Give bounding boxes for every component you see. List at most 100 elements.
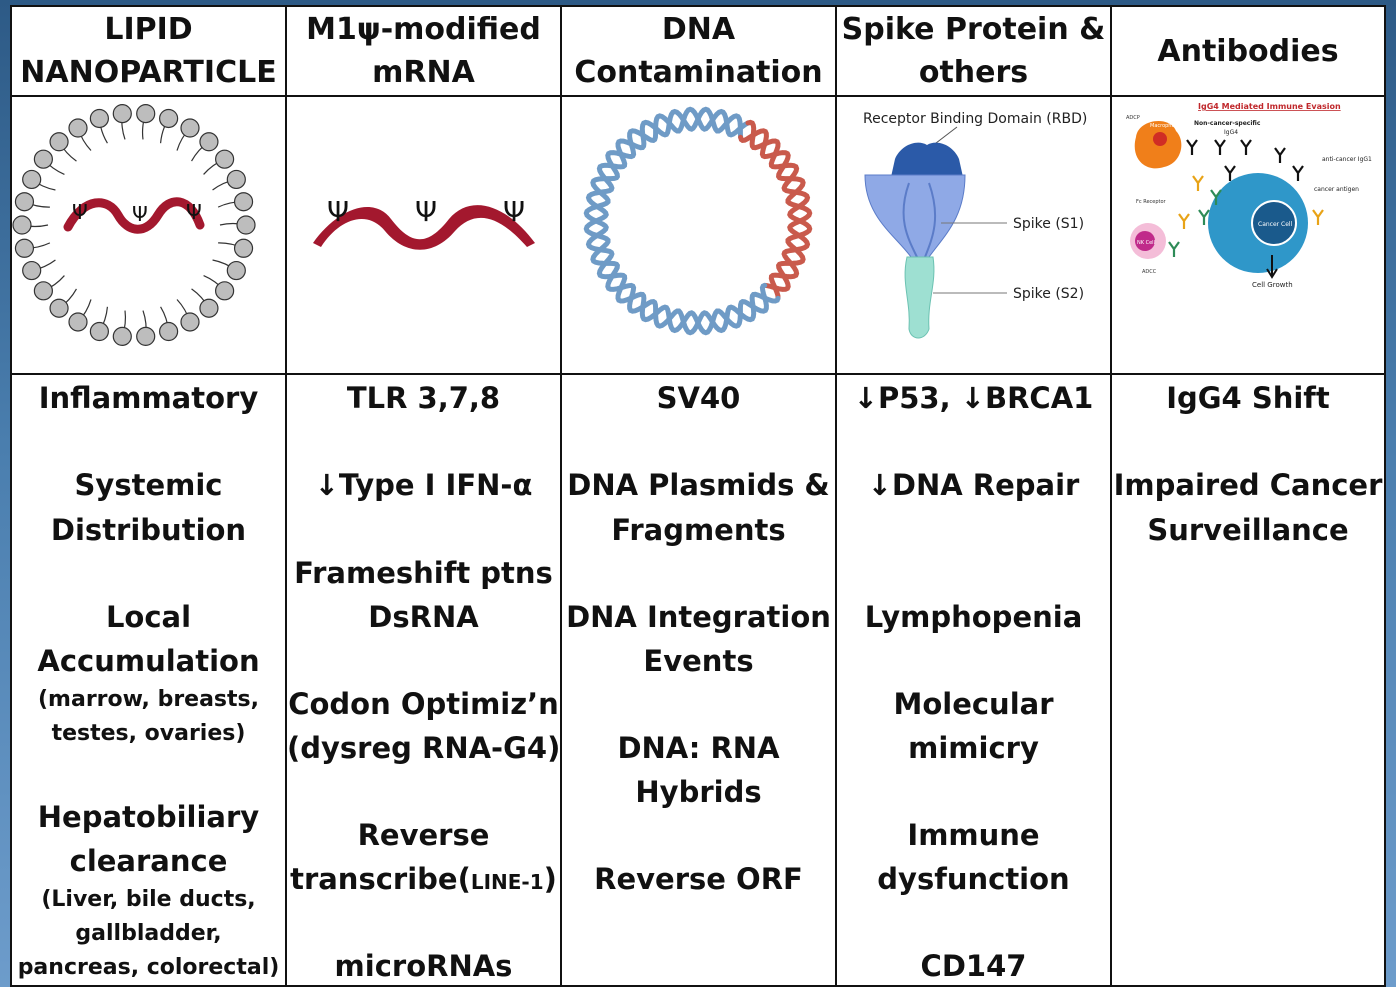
antibody-icon xyxy=(1224,165,1236,181)
lipid-head xyxy=(180,118,200,138)
lipid-head xyxy=(89,108,109,129)
s1-label: Spike (S1) xyxy=(1013,216,1084,232)
effect-item: Reverse ORF xyxy=(594,862,803,896)
effect-note: (Liver, bile ducts, xyxy=(41,887,256,912)
igg4-label: IgG4 xyxy=(1224,129,1238,136)
lipid-head xyxy=(12,215,32,235)
effect-item: SV40 xyxy=(656,381,741,415)
lipid-head xyxy=(14,238,35,258)
column-antibodies: Antibodies IgG4 Mediated Immune Evasion … xyxy=(1112,7,1384,985)
effect-item: Accumulation xyxy=(37,644,260,678)
effect-item: Hepatobiliary xyxy=(37,800,260,834)
lipid-head xyxy=(159,108,179,129)
antibody-icon xyxy=(1198,209,1210,225)
effect-item: Codon Optimiz’n xyxy=(288,687,559,721)
igg4-immune-evasion-figure: IgG4 Mediated Immune Evasion ADCP Macrop… xyxy=(1112,97,1384,375)
effect-text: ) xyxy=(543,862,557,896)
effect-item: ↓Type I IFN-α xyxy=(314,468,533,502)
cancer-cell-label: Cancer Cell xyxy=(1258,221,1293,228)
cell-growth-label: Cell Growth xyxy=(1252,281,1293,289)
header-line: LIPID xyxy=(104,12,193,47)
antibody-icon xyxy=(1214,139,1226,155)
effect-item: Fragments xyxy=(611,513,786,547)
dna-strand xyxy=(762,218,813,292)
antibody-icon xyxy=(1274,147,1286,163)
dna-plasmid-figure xyxy=(562,97,835,375)
effect-item: Inflammatory xyxy=(38,381,259,415)
effect-item: DsRNA xyxy=(368,600,479,634)
header-modified-mrna: M1ψ-modified mRNA xyxy=(287,7,560,97)
growth-arrowhead xyxy=(1266,268,1278,279)
lipid-head xyxy=(22,260,42,281)
header-line: NANOPARTICLE xyxy=(20,55,277,90)
lipid-head xyxy=(14,192,35,212)
effect-item: DNA: RNA xyxy=(617,731,780,765)
column-lipid-nanoparticle: LIPID NANOPARTICLE Ψ Ψ Ψ Inflammatory Sy… xyxy=(12,7,287,985)
macrophage-label: Macrophage xyxy=(1150,123,1181,129)
lipid-head xyxy=(136,104,156,124)
noncancer-label: Non-cancer-specific xyxy=(1194,120,1261,127)
column-dna-contamination: DNA Contamination SV40 DNA Plasmids & Fr… xyxy=(562,7,837,985)
header-line: Spike Protein & xyxy=(841,12,1106,47)
lipid-head xyxy=(199,298,219,318)
effects-lipid-nanoparticle: Inflammatory Systemic Distribution Local… xyxy=(12,375,285,985)
dna-strand xyxy=(583,106,769,336)
lipid-head xyxy=(236,215,256,235)
effect-item: (dysreg RNA-G4) xyxy=(287,731,560,765)
effect-note: gallbladder, xyxy=(75,921,222,946)
column-modified-mrna: M1ψ-modified mRNA Ψ Ψ Ψ TLR 3,7,8 ↓Type … xyxy=(287,7,562,985)
lipid-head xyxy=(180,312,200,332)
effects-modified-mrna: TLR 3,7,8 ↓Type I IFN-α Frameshift ptns … xyxy=(287,375,560,985)
effects-antibodies: IgG4 Shift Impaired Cancer Surveillance xyxy=(1112,375,1384,985)
dna-strand xyxy=(583,106,781,336)
lipid-head xyxy=(233,192,254,212)
spike-protein-illustration: Receptor Binding Domain (RBD) Spike (S1)… xyxy=(863,111,1087,339)
nk-cell-nucleus xyxy=(1135,231,1155,251)
psi-symbol: Ψ xyxy=(415,195,437,228)
igg4-immune-evasion-illustration: IgG4 Mediated Immune Evasion ADCP Macrop… xyxy=(1126,102,1372,289)
lipid-head xyxy=(49,132,69,152)
lipid-head xyxy=(33,281,53,301)
macrophage-nucleus xyxy=(1153,132,1167,146)
lipid-head xyxy=(49,298,69,318)
lipid-head xyxy=(159,321,179,342)
effect-item: Impaired Cancer xyxy=(1113,468,1383,502)
lipid-nanoparticle-figure: Ψ Ψ Ψ xyxy=(12,97,285,375)
s2-label: Spike (S2) xyxy=(1013,286,1084,302)
psi-symbol: Ψ xyxy=(327,195,349,228)
antibody-icon xyxy=(1168,241,1180,257)
table: LIPID NANOPARTICLE Ψ Ψ Ψ Inflammatory Sy… xyxy=(10,5,1386,987)
rbd-domain xyxy=(891,142,963,177)
effect-item-reverse-transcribe: transcribe(LINE-1) xyxy=(287,862,560,896)
lipid-head xyxy=(199,132,219,152)
effect-item: mimicry xyxy=(908,731,1039,765)
effect-note: testes, ovaries) xyxy=(51,721,246,746)
effect-item: CD147 xyxy=(920,949,1027,983)
effect-item: Reverse xyxy=(357,818,490,852)
dna-plasmid-illustration xyxy=(583,106,813,336)
rbd-label: Receptor Binding Domain (RBD) xyxy=(863,111,1087,127)
header-dna-contamination: DNA Contamination xyxy=(562,7,835,97)
lipid-head xyxy=(136,326,156,346)
antibody-icon xyxy=(1192,175,1204,191)
header-line: others xyxy=(918,55,1029,90)
effect-item: DNA Integration xyxy=(566,600,831,634)
lipid-head xyxy=(215,281,235,301)
header-antibodies: Antibodies xyxy=(1112,7,1384,97)
header-line: mRNA xyxy=(372,55,475,90)
lipid-head xyxy=(22,169,42,190)
lipid-head xyxy=(112,104,132,124)
effect-item: Systemic xyxy=(74,468,223,502)
effect-item: DNA Plasmids & xyxy=(567,468,830,502)
effect-text-small: LINE-1 xyxy=(470,870,544,894)
psi-symbol: Ψ xyxy=(132,202,148,226)
psi-symbol: Ψ xyxy=(72,200,88,224)
adcp-label: ADCP xyxy=(1126,115,1140,121)
cancer-antigen-label: cancer antigen xyxy=(1314,186,1359,193)
header-line: DNA xyxy=(661,12,736,47)
psi-symbol: Ψ xyxy=(503,195,525,228)
fc-receptor-label: Fc Receptor xyxy=(1136,199,1167,205)
effect-item: IgG4 Shift xyxy=(1166,381,1330,415)
effect-text: transcribe( xyxy=(290,862,471,896)
effect-item: ↓P53, ↓BRCA1 xyxy=(853,381,1094,415)
